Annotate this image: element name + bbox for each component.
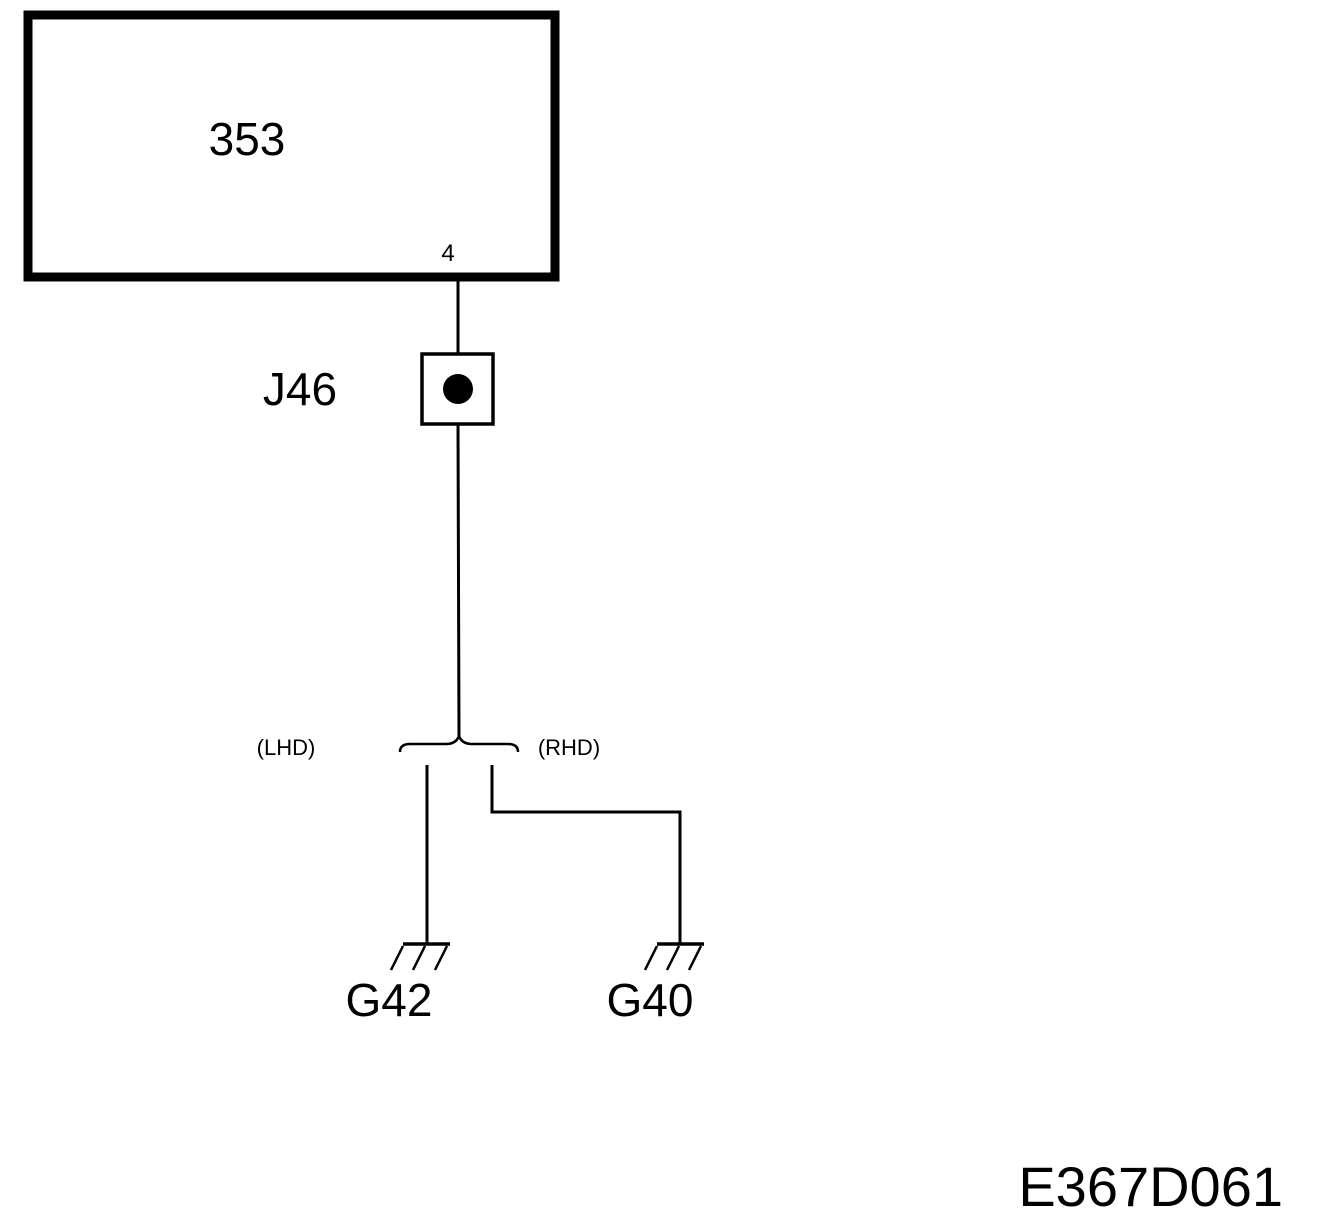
connector-j46-pin-dot — [443, 374, 473, 404]
wire-connector-to-split — [456, 423, 461, 737]
variant-rhd-label: (RHD) — [538, 735, 600, 760]
ground-symbol-g42-icon — [389, 942, 450, 971]
variant-split-brace — [398, 732, 520, 753]
component-label: 353 — [209, 113, 286, 165]
figure-code: E367D061 — [1018, 1155, 1283, 1218]
ground-symbol-g40-icon — [643, 942, 704, 971]
connector-j46-box — [420, 352, 495, 426]
connector-label: J46 — [263, 363, 337, 415]
ground-label-g42: G42 — [346, 974, 433, 1026]
variant-lhd-label: (LHD) — [257, 735, 316, 760]
pin-label: 4 — [441, 240, 454, 267]
wire-rhd-branch — [490, 765, 682, 944]
ground-label-g40: G40 — [607, 974, 694, 1026]
component-353-box — [23, 10, 560, 282]
